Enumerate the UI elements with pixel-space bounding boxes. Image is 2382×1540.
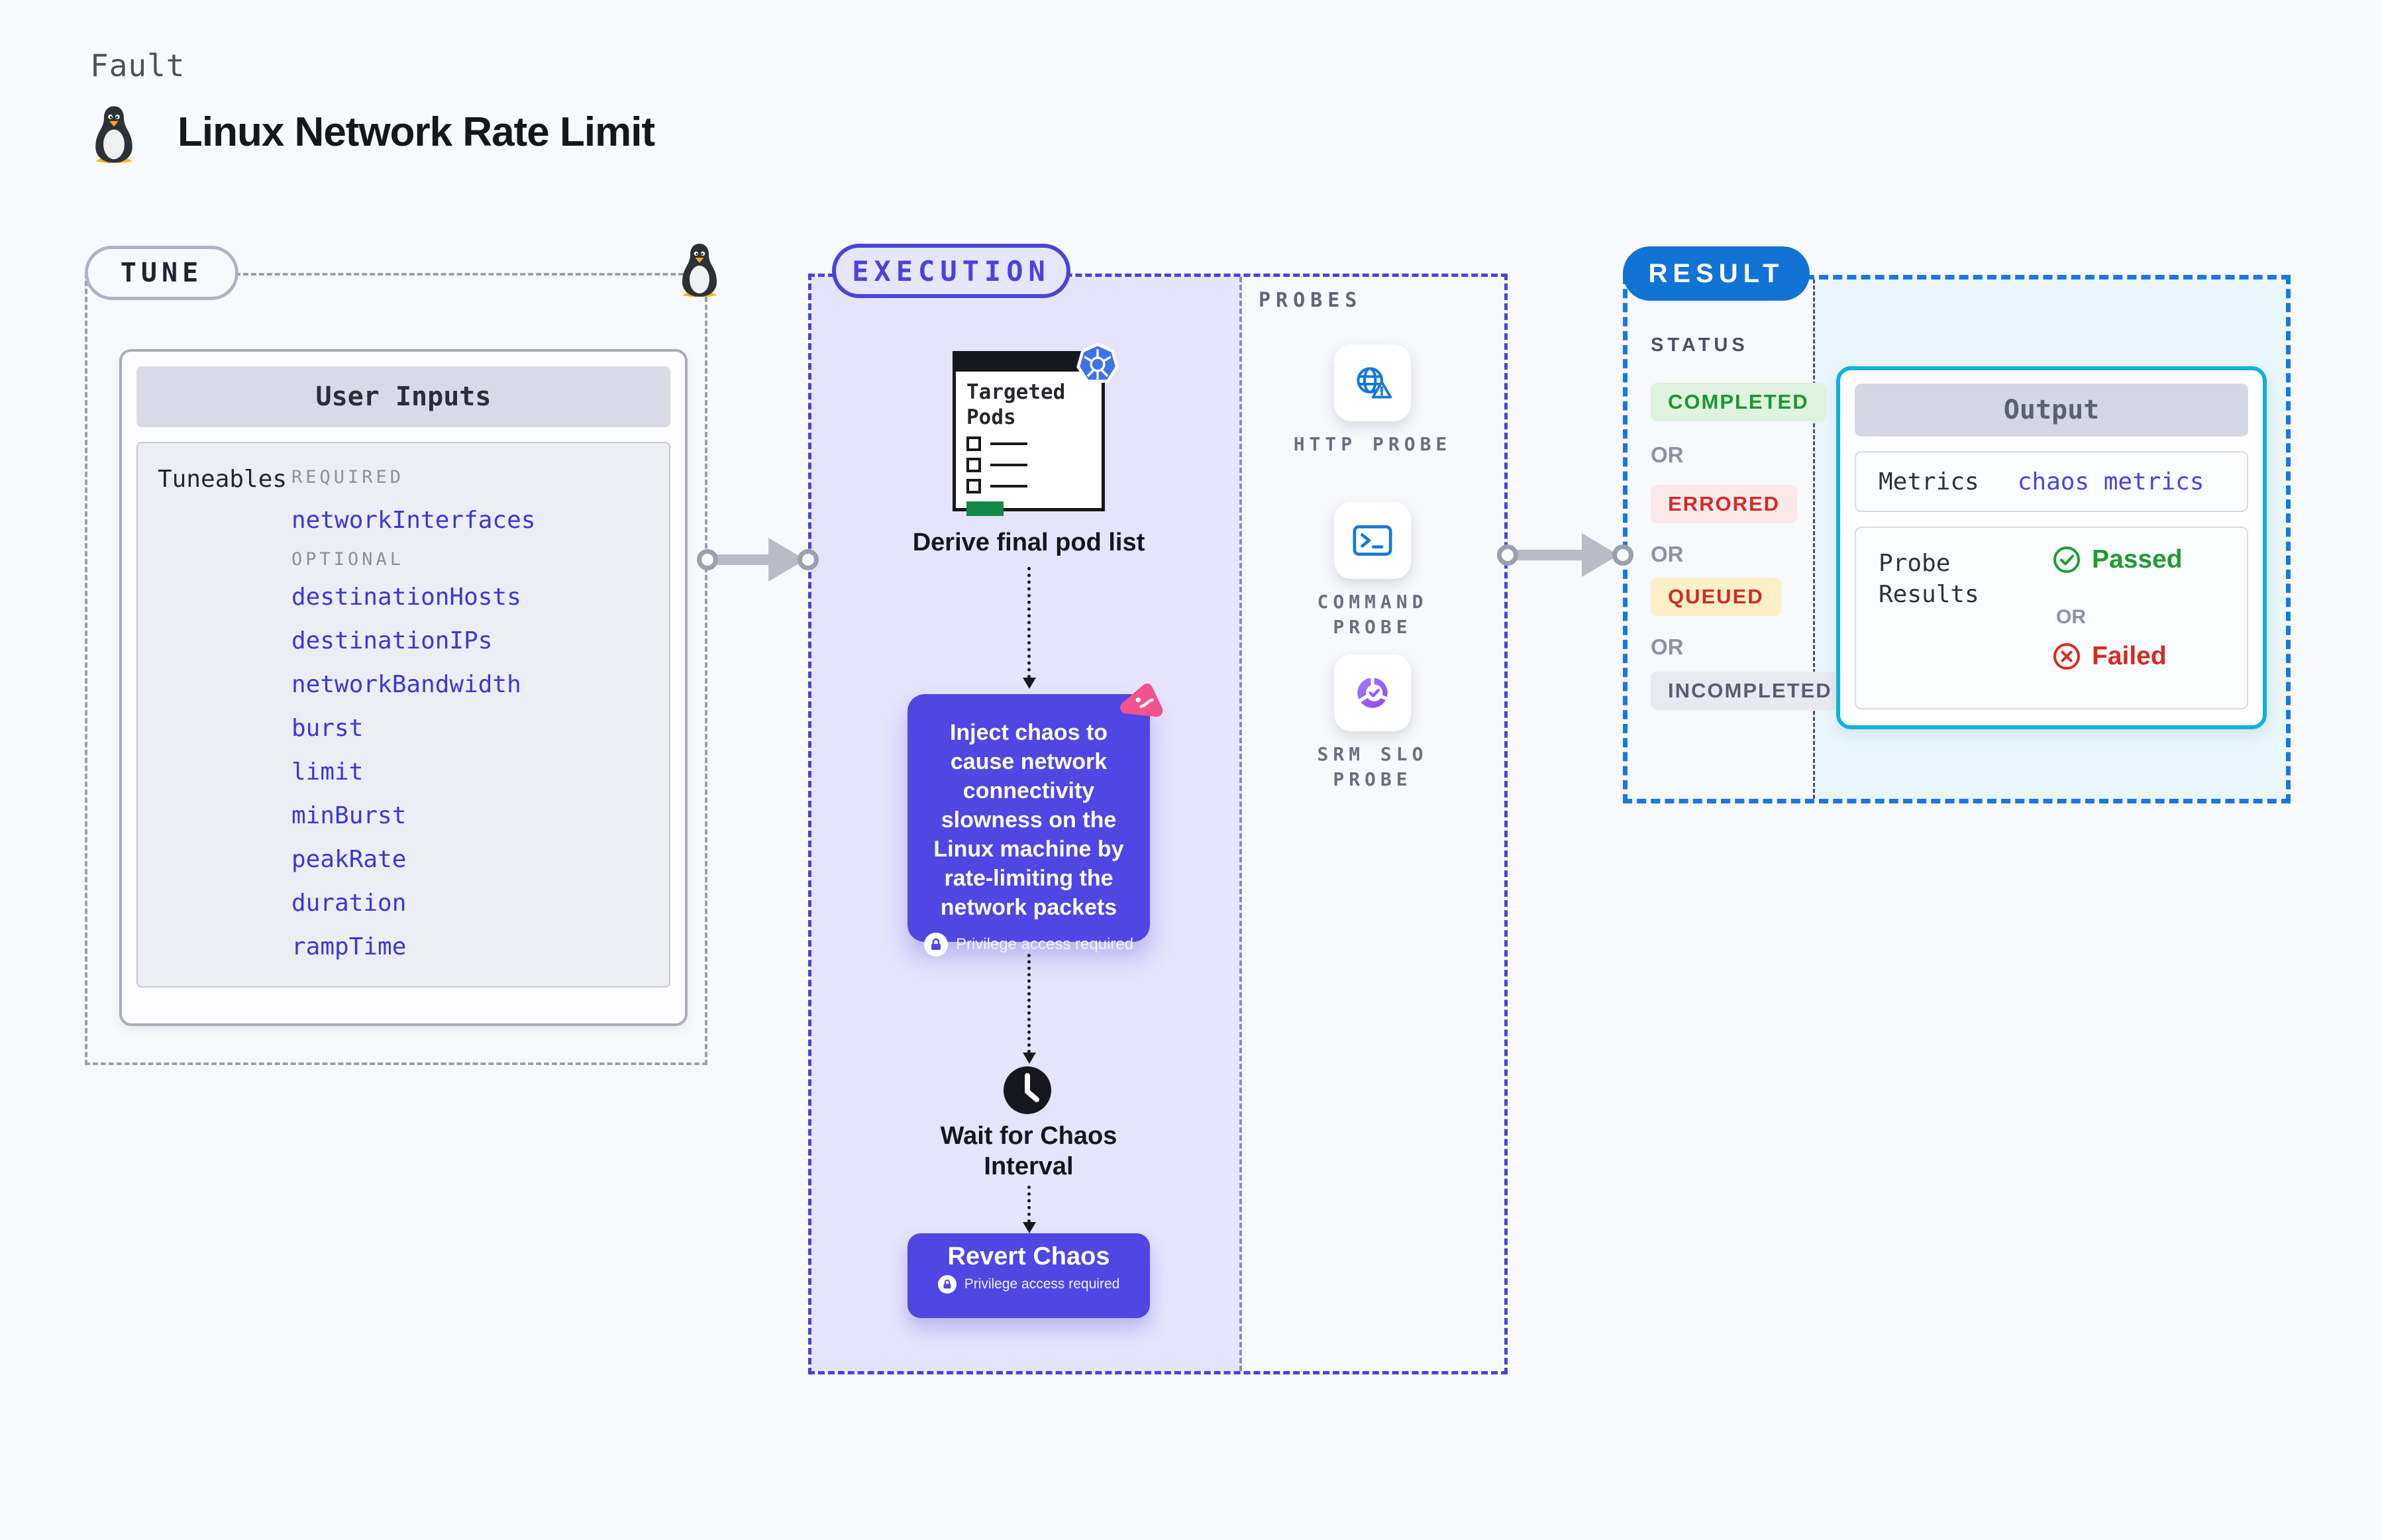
probe-failed-status: Failed — [2052, 642, 2167, 671]
privilege-label: Privilege access required — [964, 1276, 1120, 1292]
targeted-pods-title: Targeted Pods — [966, 380, 1066, 429]
tuneable-link-limit[interactable]: limit — [291, 758, 364, 786]
inject-chaos-node: Inject chaos to cause network connectivi… — [907, 683, 1163, 956]
tuneable-link-networkBandwidth[interactable]: networkBandwidth — [291, 671, 521, 698]
revert-chaos-node: Revert Chaos Privilege access required — [907, 1233, 1150, 1318]
globe-warning-icon — [1357, 367, 1392, 399]
probe-results-row: Probe Results Passed OR Failed — [1855, 527, 2248, 709]
wait-for-chaos-label: Wait for Chaos Interval — [940, 1122, 1117, 1180]
tuneable-link-destinationHosts[interactable]: destinationHosts — [291, 584, 521, 611]
revert-chaos-label: Revert Chaos — [947, 1243, 1110, 1270]
privilege-row: Privilege access required — [907, 1275, 1150, 1294]
tune-to-execution-arrow — [714, 554, 778, 565]
check-circle-icon — [2053, 546, 2080, 573]
status-badge-incompleted: INCOMPLETED — [1651, 672, 1849, 710]
execution-to-result-arrow — [1516, 550, 1587, 560]
required-heading: REQUIRED — [291, 467, 405, 488]
chaos-litmus-icon — [1120, 683, 1163, 717]
probe-passed-status: Passed — [2052, 545, 2183, 574]
flow-arrow-down-icon — [1023, 954, 1036, 1064]
pod-list-action-bar — [966, 501, 1004, 516]
or-label: OR — [1651, 635, 1684, 659]
tune-section-pill: TUNE — [85, 246, 238, 300]
connector-node-icon — [697, 549, 718, 570]
pod-list-item — [966, 458, 1102, 472]
tuneable-link-networkInterfaces[interactable]: networkInterfaces — [291, 507, 536, 534]
pod-list-item — [966, 479, 1102, 493]
status-badge-errored: ERRORED — [1651, 485, 1798, 523]
x-circle-icon — [2053, 643, 2080, 670]
status-heading: STATUS — [1651, 334, 1749, 356]
page-title: Linux Network Rate Limit — [178, 109, 655, 155]
tuneable-link-peakRate[interactable]: peakRate — [291, 846, 407, 873]
tune-section-box — [85, 273, 707, 1065]
output-card: Output Metrics chaos metrics Probe Resul… — [1836, 366, 2267, 729]
http-probe-card[interactable] — [1334, 344, 1411, 421]
status-badge-queued: QUEUED — [1651, 578, 1781, 616]
inject-chaos-description: Inject chaos to cause network connectivi… — [933, 720, 1124, 920]
passed-label: Passed — [2092, 545, 2183, 574]
tuneable-link-rampTime[interactable]: rampTime — [291, 933, 407, 960]
or-label: OR — [1651, 542, 1684, 566]
output-header: Output — [1855, 384, 2248, 436]
tuneable-link-destinationIPs[interactable]: destinationIPs — [291, 627, 493, 654]
fault-kind-label: Fault — [90, 48, 185, 83]
user-inputs-header: User Inputs — [136, 366, 670, 427]
card-titlebar — [956, 354, 1102, 372]
connector-node-icon — [798, 549, 819, 570]
srm-slo-probe-card[interactable] — [1334, 654, 1411, 731]
metrics-value[interactable]: chaos metrics — [2017, 468, 2204, 495]
tuneable-link-duration[interactable]: duration — [291, 890, 407, 917]
tuneable-link-burst[interactable]: burst — [291, 715, 364, 742]
clock-icon — [1004, 1066, 1051, 1114]
tuneables-label: Tuneables — [158, 466, 287, 493]
flow-arrow-down-icon — [1023, 567, 1036, 689]
http-probe-label: HTTP PROBE — [1293, 433, 1452, 455]
lock-icon — [937, 1275, 957, 1294]
linux-tux-icon — [682, 244, 717, 297]
result-section-pill: RESULT — [1623, 246, 1810, 301]
connector-node-icon — [1497, 544, 1518, 566]
slo-pie-check-icon — [1357, 676, 1388, 708]
status-badge-completed: COMPLETED — [1651, 383, 1826, 421]
failed-label: Failed — [2092, 642, 2167, 670]
probes-heading: PROBES — [1259, 289, 1363, 312]
or-label: OR — [2056, 606, 2086, 628]
flow-arrow-down-icon — [1023, 1186, 1036, 1233]
linux-tux-icon — [95, 106, 132, 164]
terminal-icon — [1353, 525, 1392, 556]
user-inputs-card: User Inputs Tuneables REQUIRED networkIn… — [119, 349, 688, 1026]
kubernetes-icon — [1076, 342, 1119, 383]
srm-slo-probe-label: SRM SLO PROBE — [1317, 743, 1428, 790]
lock-icon — [923, 933, 948, 956]
connector-node-icon — [1612, 544, 1633, 566]
metrics-label: Metrics — [1879, 468, 1979, 495]
privilege-label: Privilege access required — [955, 935, 1134, 953]
metrics-row: Metrics chaos metrics — [1855, 451, 2248, 512]
optional-heading: OPTIONAL — [291, 549, 405, 570]
pod-list-item — [966, 436, 1102, 451]
probe-results-label: Probe Results — [1879, 550, 1979, 608]
derive-pod-list-label: Derive final pod list — [912, 529, 1145, 556]
tuneables-panel: Tuneables REQUIRED networkInterfaces OPT… — [136, 442, 670, 988]
privilege-row: Privilege access required — [907, 933, 1150, 956]
targeted-pods-card: Targeted Pods — [953, 342, 1119, 516]
tuneable-link-minBurst[interactable]: minBurst — [291, 802, 407, 829]
execution-section-pill: EXECUTION — [832, 244, 1070, 298]
or-label: OR — [1651, 442, 1684, 467]
command-probe-card[interactable] — [1334, 502, 1411, 579]
command-probe-label: COMMAND PROBE — [1317, 591, 1428, 638]
